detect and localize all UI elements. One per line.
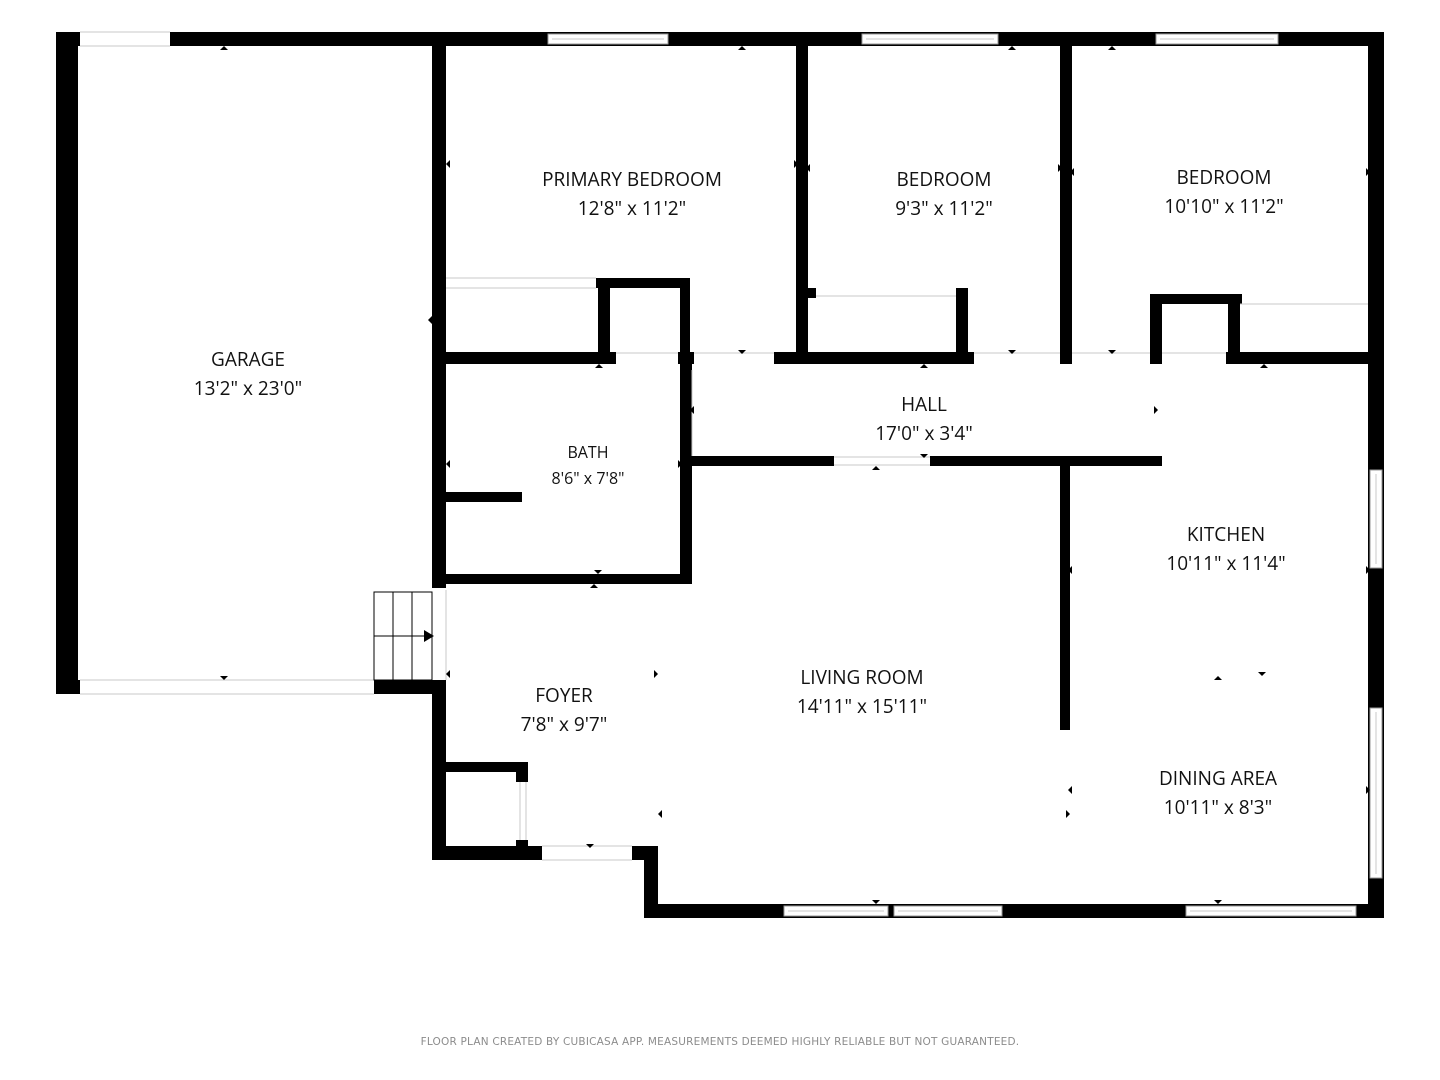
dining-area-label: DINING AREA bbox=[1159, 765, 1277, 791]
room-foyer: FOYER 7'8" x 9'7" bbox=[521, 682, 608, 737]
bedroom-2-dims: 9'3" x 11'2" bbox=[895, 195, 993, 221]
room-garage: GARAGE 13'2" x 23'0" bbox=[194, 346, 302, 401]
room-dining-area: DINING AREA 10'11" x 8'3" bbox=[1159, 765, 1277, 820]
room-bedroom-2: BEDROOM 9'3" x 11'2" bbox=[895, 166, 993, 221]
garage-label: GARAGE bbox=[211, 346, 285, 372]
primary-bedroom-label: PRIMARY BEDROOM bbox=[542, 166, 722, 192]
disclaimer-footer: FLOOR PLAN CREATED BY CUBICASA APP. MEAS… bbox=[420, 1036, 1020, 1048]
foyer-dims: 7'8" x 9'7" bbox=[521, 711, 608, 737]
kitchen-label: KITCHEN bbox=[1187, 521, 1265, 547]
foyer-label: FOYER bbox=[535, 682, 593, 708]
bath-label: BATH bbox=[567, 441, 608, 463]
room-primary-bedroom: PRIMARY BEDROOM 12'8" x 11'2" bbox=[542, 166, 722, 221]
garage-dims: 13'2" x 23'0" bbox=[194, 375, 302, 401]
interior-walls bbox=[432, 32, 1384, 730]
room-bedroom-3: BEDROOM 10'10" x 11'2" bbox=[1164, 164, 1283, 219]
living-room-label: LIVING ROOM bbox=[800, 664, 923, 690]
bedroom-3-label: BEDROOM bbox=[1177, 164, 1272, 190]
bedroom-2-label: BEDROOM bbox=[897, 166, 992, 192]
dining-area-dims: 10'11" x 8'3" bbox=[1164, 794, 1272, 820]
room-hall: HALL 17'0" x 3'4" bbox=[875, 391, 973, 446]
kitchen-dims: 10'11" x 11'4" bbox=[1166, 550, 1285, 576]
bedroom-3-dims: 10'10" x 11'2" bbox=[1164, 193, 1283, 219]
interior-doors bbox=[445, 352, 1226, 680]
windows bbox=[80, 31, 1383, 917]
hall-label: HALL bbox=[901, 391, 947, 417]
entry-stairs bbox=[373, 591, 434, 681]
hall-dims: 17'0" x 3'4" bbox=[875, 420, 973, 446]
room-kitchen: KITCHEN 10'11" x 11'4" bbox=[1166, 521, 1285, 576]
bath-dims: 8'6" x 7'8" bbox=[551, 467, 624, 489]
living-room-dims: 14'11" x 15'11" bbox=[797, 693, 927, 719]
dimension-ticks bbox=[74, 46, 1370, 904]
room-bath: BATH 8'6" x 7'8" bbox=[551, 441, 624, 489]
primary-bedroom-dims: 12'8" x 11'2" bbox=[578, 195, 686, 221]
room-living-room: LIVING ROOM 14'11" x 15'11" bbox=[797, 664, 927, 719]
